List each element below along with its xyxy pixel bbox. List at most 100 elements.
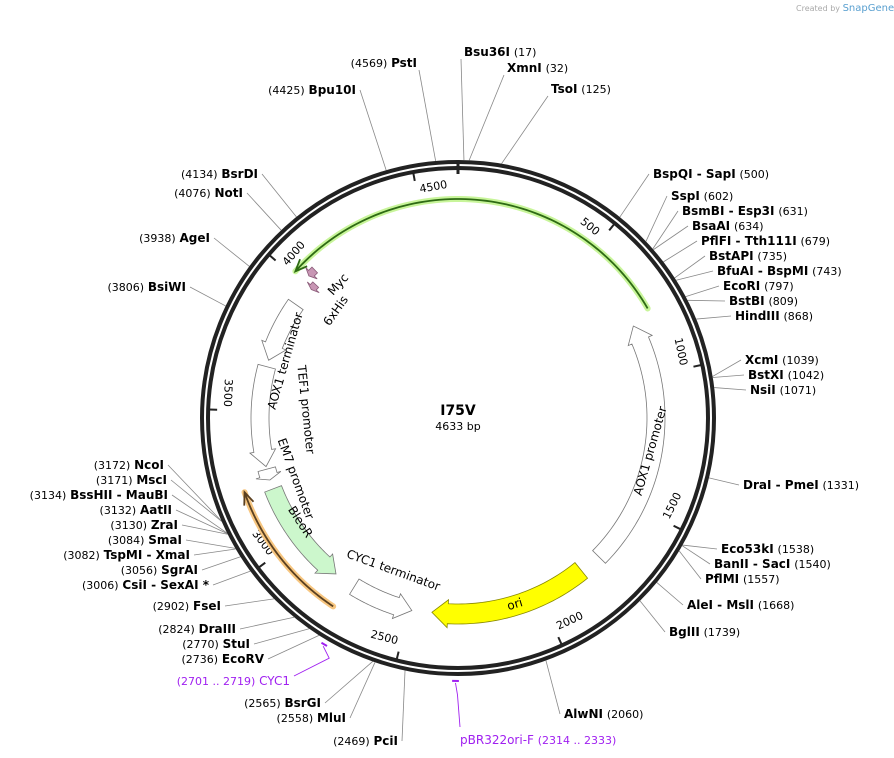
enzyme-label[interactable]: (4076) NotI [174,186,243,200]
enzyme-label[interactable]: (3806) BsiWI [107,280,186,294]
enzyme-site-agei[interactable]: (3938) AgeI [139,231,250,267]
enzyme-site-bfuai-bspmi[interactable]: BfuAI - BspMI (743) [676,264,842,281]
enzyme-label[interactable]: (3056) SgrAI [121,563,198,577]
feature-bleor[interactable] [264,485,337,575]
enzyme-site-mlui[interactable]: (2558) MluI [277,662,376,725]
feature-tef1-promoter[interactable] [249,363,277,468]
enzyme-site-bsmbi-esp3i[interactable]: BsmBI - Esp3I (631) [652,204,808,250]
enzyme-site-nsii[interactable]: NsiI (1071) [714,383,816,397]
enzyme-label[interactable]: XcmI (1039) [745,353,819,367]
enzyme-label[interactable]: HindIII (868) [735,309,813,323]
enzyme-site-smai[interactable]: (3084) SmaI [108,533,236,549]
enzyme-site-stui[interactable]: (2770) StuI [182,628,310,651]
enzyme-site-bsiwi[interactable]: (3806) BsiWI [107,280,226,307]
primer-cyc1[interactable]: (2701 .. 2719) CYC1 [177,641,330,688]
enzyme-label[interactable]: (3172) NcoI [94,458,164,472]
enzyme-site-ecorv[interactable]: (2736) EcoRV [182,634,320,666]
enzyme-label[interactable]: (3082) TspMI - XmaI [63,548,190,562]
enzyme-label[interactable]: NsiI (1071) [750,383,816,397]
enzyme-label[interactable]: BstBI (809) [729,294,798,308]
primer-pbr322ori-f[interactable]: pBR322ori-F (2314 .. 2333) [452,679,616,747]
enzyme-site-bglii[interactable]: BglII (1739) [639,600,740,639]
feature-em7-promoter[interactable] [255,466,282,481]
enzyme-label[interactable]: BanII - SacI (1540) [714,557,831,571]
feature-label-ori[interactable]: ori [505,595,524,613]
enzyme-label[interactable]: (2469) PciI [333,734,398,748]
enzyme-site-bstxi[interactable]: BstXI (1042) [712,368,824,382]
enzyme-site-ecori[interactable]: EcoRI (797) [685,279,794,297]
enzyme-label[interactable]: BsmBI - Esp3I (631) [682,204,808,218]
enzyme-site-drai-pmei[interactable]: DraI - PmeI (1331) [708,477,859,492]
enzyme-label[interactable]: Eco53kI (1538) [721,542,814,556]
feature-label-6xhis[interactable]: 6xHis [320,293,351,328]
enzyme-label[interactable]: PflFI - Tth111I (679) [701,234,830,248]
enzyme-site-pflmi[interactable]: PflMI (1557) [678,550,780,586]
enzyme-site-bsrgi[interactable]: (2565) BsrGI [244,661,373,710]
feature-label-myc[interactable]: Myc [325,271,352,298]
feature-ori[interactable] [431,562,589,629]
enzyme-label[interactable]: BstAPI (735) [709,249,787,263]
enzyme-label[interactable]: (2558) MluI [277,711,346,725]
enzyme-label[interactable]: AleI - MslI (1668) [687,598,794,612]
enzyme-site-noti[interactable]: (4076) NotI [174,186,282,231]
enzyme-site-csii-sexai[interactable]: (3006) CsiI - SexAI * [82,570,251,592]
feature-gene-arc[interactable] [292,196,651,312]
enzyme-label[interactable]: DraI - PmeI (1331) [743,478,859,492]
enzyme-site-bspqi-sapi[interactable]: BspQI - SapI (500) [619,167,769,218]
enzyme-site-bsu36i[interactable]: Bsu36I (17) [460,45,536,161]
enzyme-label[interactable]: BspQI - SapI (500) [653,167,769,181]
enzyme-label[interactable]: (2736) EcoRV [182,652,265,666]
enzyme-label[interactable]: (3134) BssHII - MauBI [30,488,168,502]
feature-aox1-promoter[interactable] [592,325,666,564]
feature-6xhis[interactable] [306,281,320,294]
feature-label-tef1-promoter[interactable]: TEF1 promoter [294,364,317,455]
enzyme-site-bsaai[interactable]: BsaAI (634) [653,219,764,250]
enzyme-label[interactable]: XmnI (32) [507,61,568,75]
enzyme-label[interactable]: (4425) Bpu10I [268,83,356,97]
enzyme-label[interactable]: BsaAI (634) [692,219,764,233]
feature-orange-arc[interactable] [241,489,337,610]
enzyme-site-pcii[interactable]: (2469) PciI [333,670,406,748]
feature-myc[interactable] [305,266,319,280]
enzyme-label[interactable]: AlwNI (2060) [564,707,643,721]
enzyme-site-xcmi[interactable]: XcmI (1039) [712,353,819,377]
enzyme-label[interactable]: SspI (602) [671,189,733,203]
enzyme-label[interactable]: (3006) CsiI - SexAI * [82,578,210,592]
enzyme-label[interactable]: (3130) ZraI [110,518,178,532]
feature-cyc1-terminator[interactable] [349,578,413,620]
enzyme-site-ncoi[interactable]: (3172) NcoI [94,458,222,522]
enzyme-site-bsrdi[interactable]: (4134) BsrDI [181,167,297,218]
enzyme-site-pflfi-tth111i[interactable]: PflFI - Tth111I (679) [663,234,830,263]
enzyme-label[interactable]: (4134) BsrDI [181,167,258,181]
enzyme-site-bsshii-maubi[interactable]: (3134) BssHII - MauBI [30,488,228,534]
enzyme-site-bstapi[interactable]: BstAPI (735) [674,249,787,279]
enzyme-label[interactable]: (2770) StuI [182,637,250,651]
enzyme-label[interactable]: (2902) FseI [153,599,221,613]
enzyme-site-tsoi[interactable]: TsoI (125) [501,82,611,164]
enzyme-site-tspmi-xmai[interactable]: (3082) TspMI - XmaI [63,548,236,562]
enzyme-site-hindiii[interactable]: HindIII (868) [696,309,813,323]
enzyme-label[interactable]: (3132) AatII [100,503,172,517]
primer-label[interactable]: (2701 .. 2719) CYC1 [177,674,290,688]
enzyme-label[interactable]: EcoRI (797) [723,279,794,293]
enzyme-site-banii-saci[interactable]: BanII - SacI (1540) [681,545,831,571]
enzyme-site-zrai[interactable]: (3130) ZraI [110,518,228,535]
enzyme-label[interactable]: BstXI (1042) [748,368,824,382]
enzyme-site-psti[interactable]: (4569) PstI [351,56,437,162]
enzyme-site-aatii[interactable]: (3132) AatII [100,503,228,535]
enzyme-site-sgrai[interactable]: (3056) SgrAI [121,556,241,577]
enzyme-label[interactable]: (3084) SmaI [108,533,182,547]
enzyme-label[interactable]: (2824) DraIII [158,622,236,636]
enzyme-label[interactable]: (2565) BsrGI [244,696,321,710]
enzyme-label[interactable]: PflMI (1557) [705,572,780,586]
enzyme-label[interactable]: BfuAI - BspMI (743) [717,264,842,278]
enzyme-site-bpu10i[interactable]: (4425) Bpu10I [268,83,387,171]
enzyme-site-alwni[interactable]: AlwNI (2060) [545,660,643,721]
enzyme-label[interactable]: BglII (1739) [669,625,740,639]
enzyme-site-xmni[interactable]: XmnI (32) [468,61,568,161]
primer-label[interactable]: pBR322ori-F (2314 .. 2333) [460,733,616,747]
enzyme-label[interactable]: (4569) PstI [351,56,417,70]
enzyme-site-draiii[interactable]: (2824) DraIII [158,616,295,636]
enzyme-site-sspi[interactable]: SspI (602) [645,189,733,242]
enzyme-label[interactable]: Bsu36I (17) [464,45,536,59]
